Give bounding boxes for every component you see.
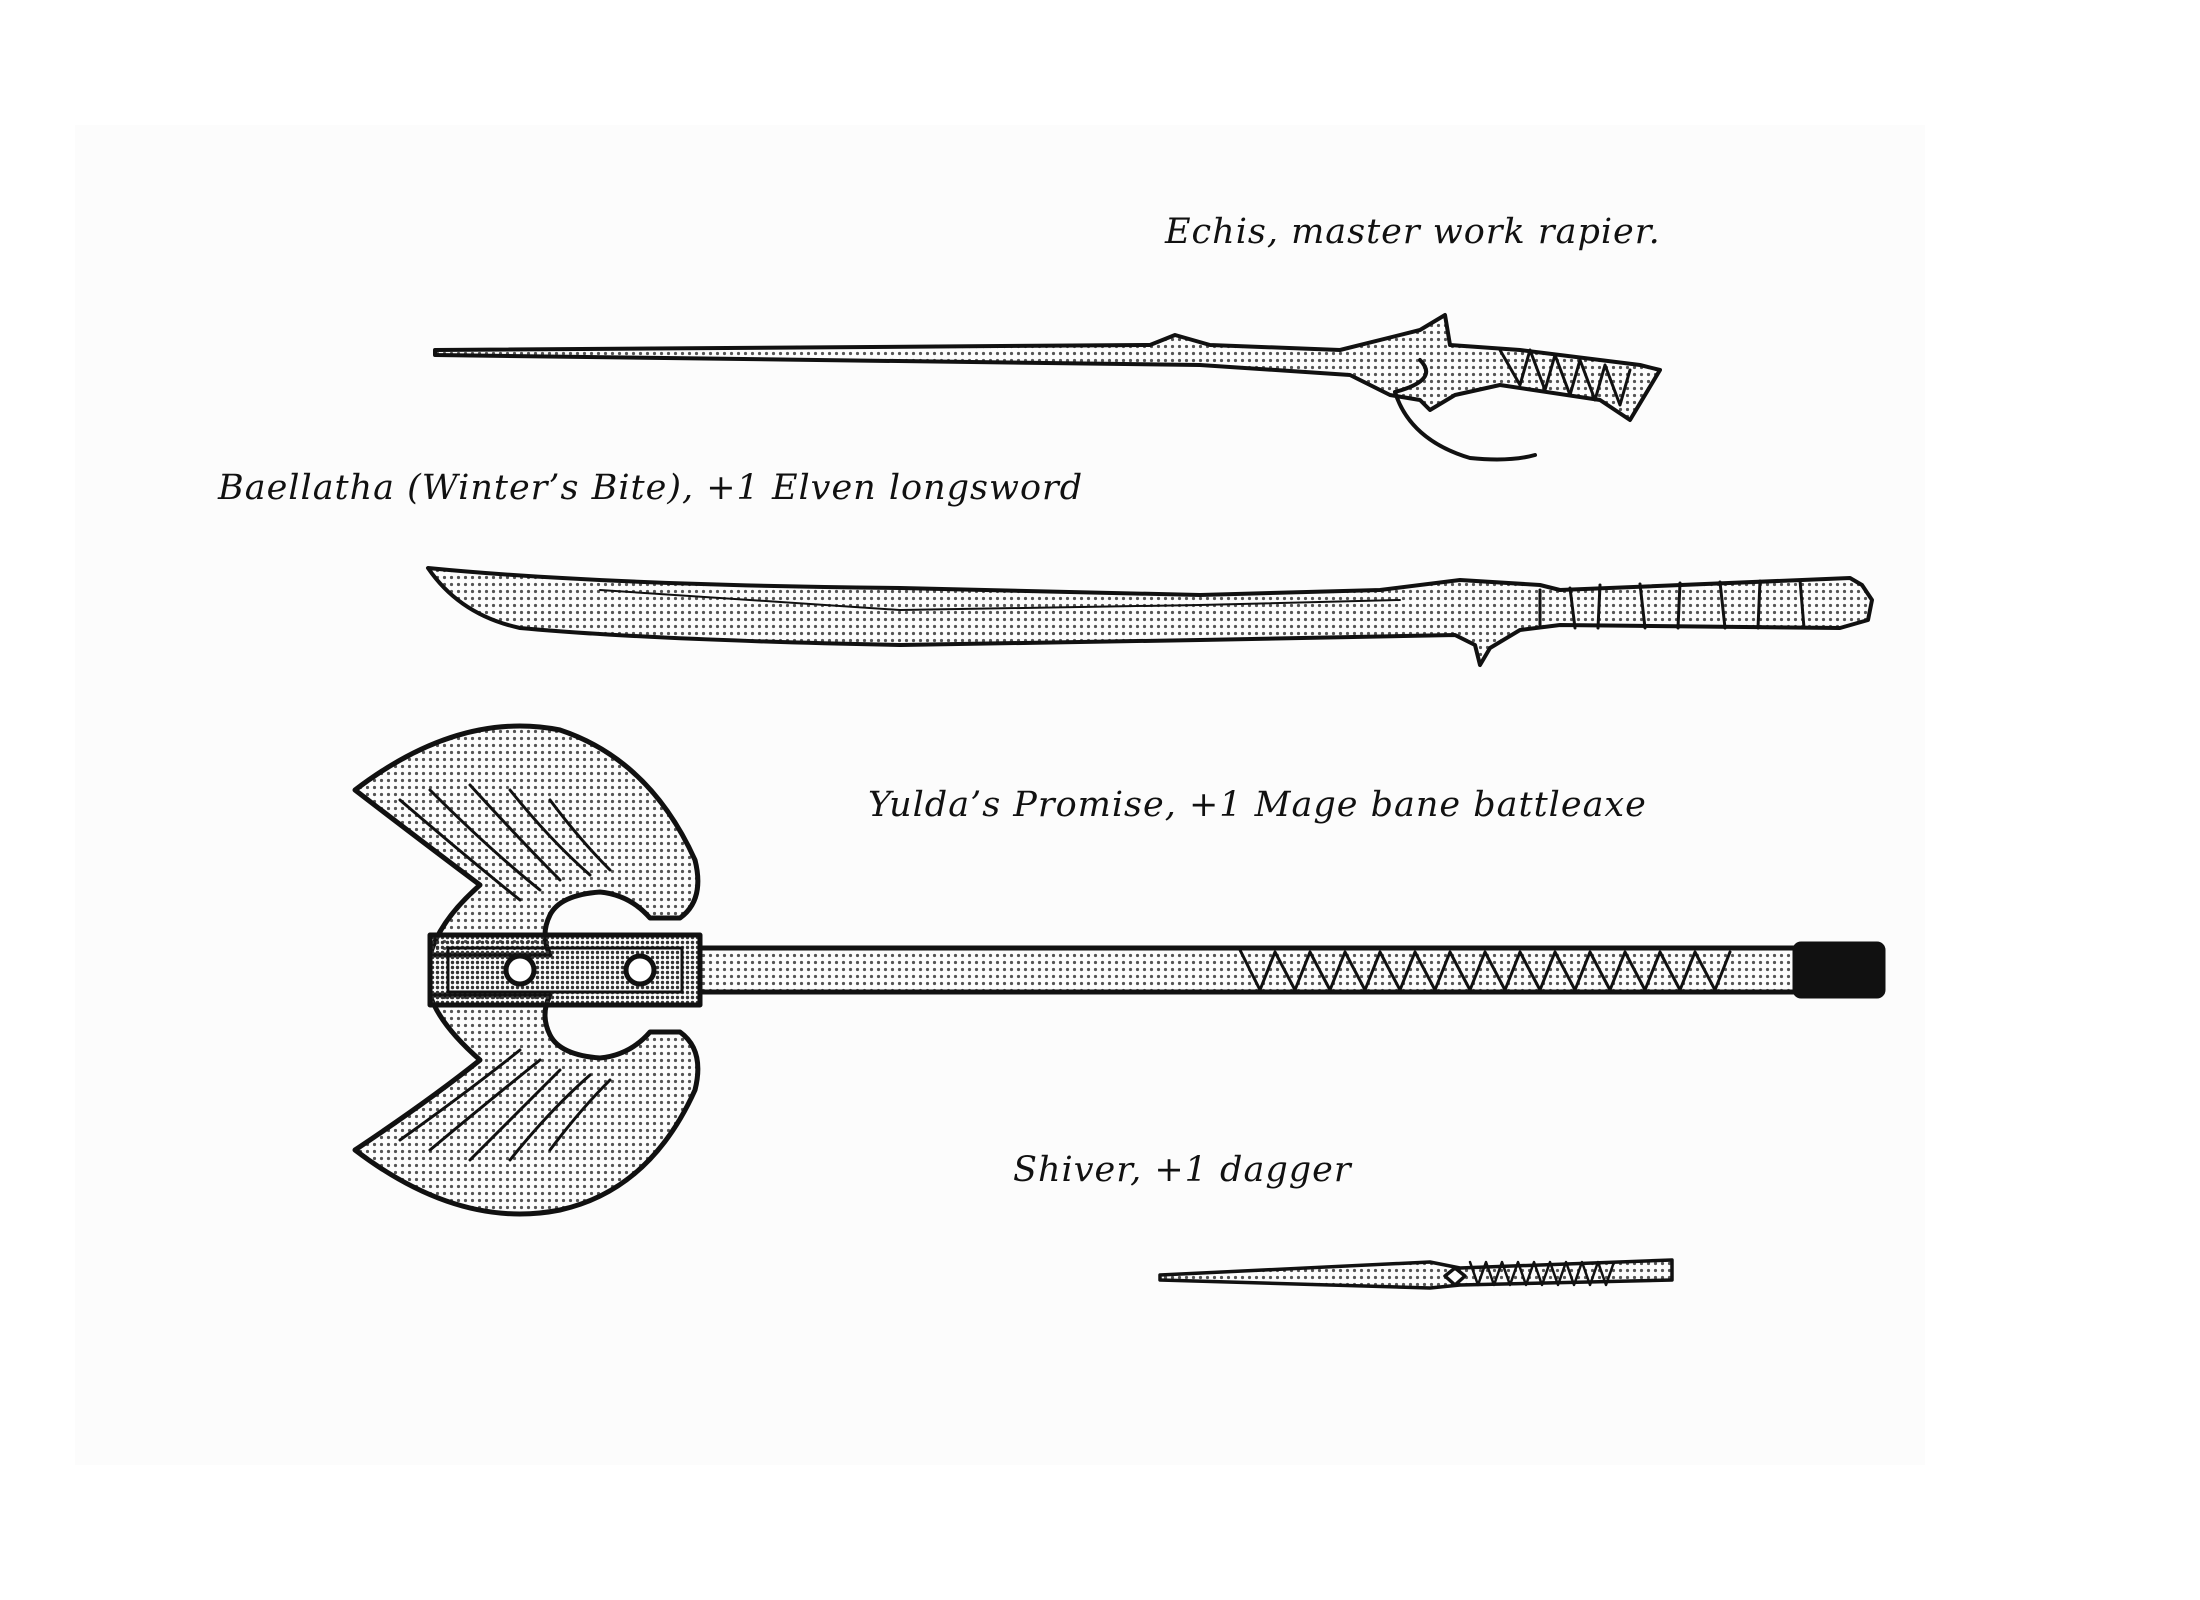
rapier-drawing [433, 313, 1662, 462]
rapier-label: Echis, master work rapier. [1165, 212, 1661, 252]
dagger-drawing [1158, 1258, 1674, 1290]
longsword-drawing [426, 566, 1874, 667]
dagger-label: Shiver, +1 dagger [1013, 1150, 1352, 1190]
longsword-label: Baellatha (Winter’s Bite), +1 Elven long… [218, 468, 1084, 508]
battleaxe-drawing [352, 723, 1886, 1217]
battleaxe-label: Yulda’s Promise, +1 Mage bane battleaxe [868, 785, 1647, 825]
